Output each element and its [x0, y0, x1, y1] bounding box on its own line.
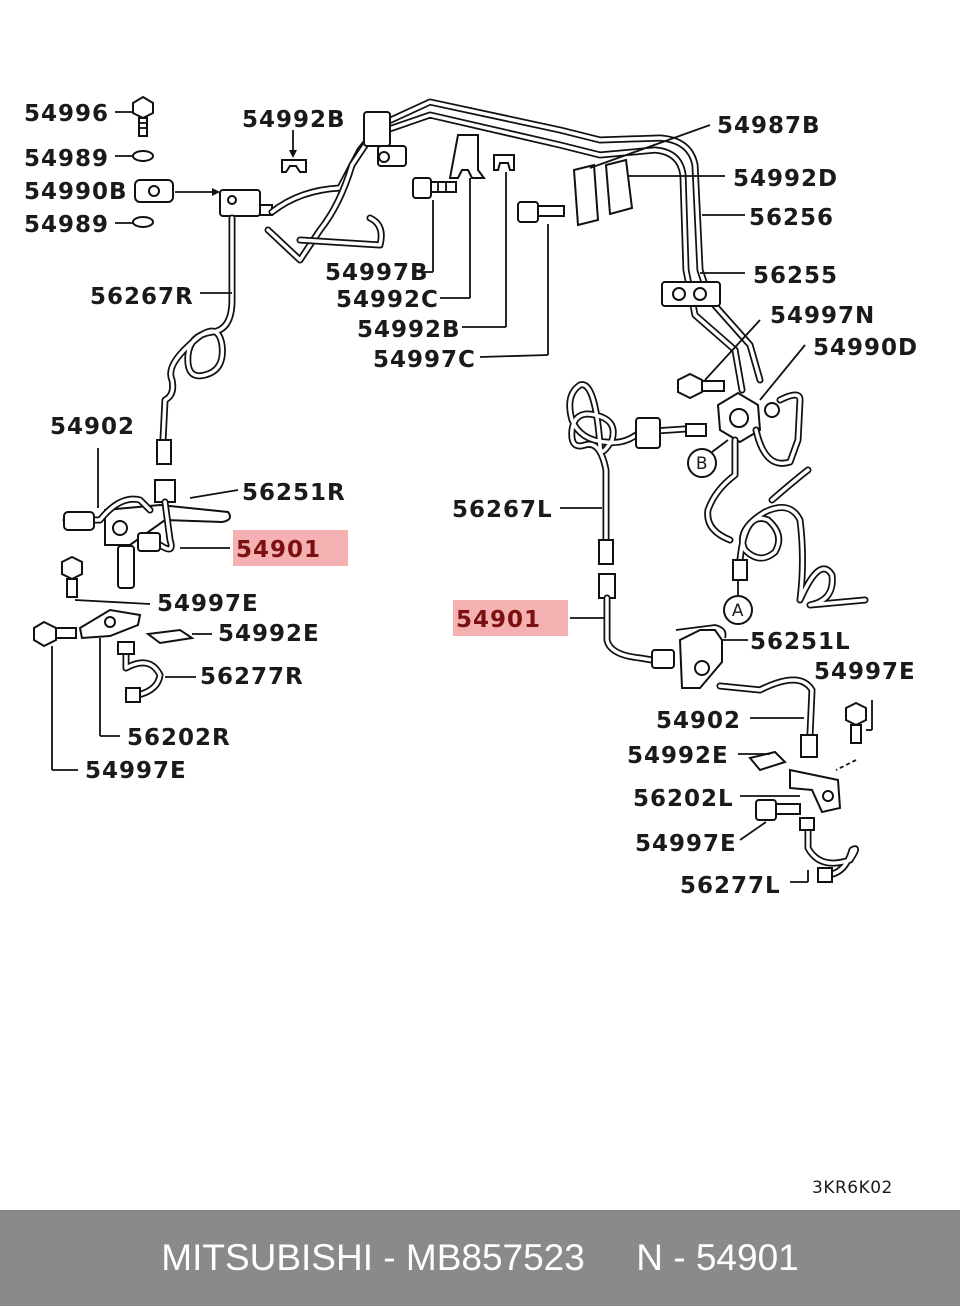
- label-54901-right: 54901: [456, 607, 541, 633]
- fitting-left: [117, 545, 135, 589]
- bolt-54997e-upper-right: [845, 701, 867, 744]
- marker-b: B: [687, 448, 717, 478]
- footer-part-text: MITSUBISHI - MB857523 N - 54901: [161, 1237, 799, 1278]
- label-54997e-c: 54997E: [814, 659, 916, 685]
- label-54987b: 54987B: [717, 113, 821, 139]
- label-54992d: 54992D: [733, 166, 838, 192]
- clip-54992c: [448, 134, 486, 179]
- bolt-54996: [132, 95, 154, 137]
- label-54901-left: 54901: [236, 537, 321, 563]
- clamp-top-bundle: [363, 111, 407, 167]
- bracket-56251l: [678, 629, 723, 689]
- label-54997n: 54997N: [770, 303, 875, 329]
- part-info-footer: MITSUBISHI - MB857523 N - 54901: [0, 1210, 960, 1306]
- label-56251l: 56251L: [750, 629, 851, 655]
- label-54997e-b: 54997E: [85, 758, 187, 784]
- label-54992e-left: 54992E: [218, 621, 320, 647]
- hose-56267l: [566, 381, 704, 544]
- block-56255: [661, 281, 721, 307]
- label-56267r: 56267R: [90, 284, 194, 310]
- label-54989-bottom: 54989: [24, 212, 109, 238]
- label-54997c: 54997C: [373, 347, 476, 373]
- label-56277r: 56277R: [200, 664, 304, 690]
- diagram-code: 3KR6K02: [812, 1178, 893, 1198]
- bolt-54997b: [412, 177, 457, 199]
- label-54997e-d: 54997E: [635, 831, 737, 857]
- bolt-54997e-left-lower: [33, 620, 77, 648]
- clip-54992b-mid: [493, 154, 515, 171]
- distributor-54990d: [716, 391, 780, 444]
- label-56256: 56256: [749, 205, 834, 231]
- label-54990d: 54990D: [813, 335, 918, 361]
- label-56202l: 56202L: [633, 786, 734, 812]
- highlight-54901-left: [233, 530, 348, 566]
- label-54997e-a: 54997E: [157, 591, 259, 617]
- label-56277l: 56277L: [680, 873, 781, 899]
- bolt-54997e-lower-right: [755, 799, 801, 821]
- bolt-54997e-left-upper: [61, 555, 83, 598]
- brake-hose-54901-right: [598, 573, 675, 669]
- union-54990b: [134, 179, 174, 203]
- label-54992b-mid: 54992B: [357, 317, 461, 343]
- connector-top-left: [219, 189, 273, 217]
- washer-54989-bottom: [132, 216, 154, 228]
- label-54997b: 54997B: [325, 260, 429, 286]
- brake-line-parts-diagram: A B: [24, 95, 918, 1198]
- label-56255: 56255: [753, 263, 838, 289]
- marker-a: A: [723, 595, 753, 625]
- clip-54992e-left: [145, 628, 195, 645]
- label-54992c: 54992C: [336, 287, 439, 313]
- svg-text:A: A: [732, 601, 744, 621]
- label-54902-right: 54902: [656, 708, 741, 734]
- label-54992b-top: 54992B: [242, 107, 346, 133]
- svg-text:B: B: [696, 454, 708, 474]
- connector-56267l: [635, 417, 707, 449]
- label-56267l: 56267L: [452, 497, 553, 523]
- brake-hose-54901-left: [137, 479, 176, 553]
- bolt-54997n: [677, 372, 725, 400]
- label-54990b: 54990B: [24, 179, 128, 205]
- clip-54992b-top: [281, 159, 307, 173]
- label-56251r: 56251R: [242, 480, 346, 506]
- bolt-54997c: [517, 201, 565, 223]
- label-54989-top: 54989: [24, 146, 109, 172]
- bracket-56251r: [104, 503, 231, 546]
- highlight-54901-right: [453, 600, 568, 636]
- label-56202r: 56202R: [127, 725, 231, 751]
- label-54996: 54996: [24, 101, 109, 127]
- label-54992e-right: 54992E: [627, 743, 729, 769]
- label-54902-left: 54902: [50, 414, 135, 440]
- washer-54989-top: [132, 150, 154, 162]
- bracket-54987b: [572, 158, 634, 227]
